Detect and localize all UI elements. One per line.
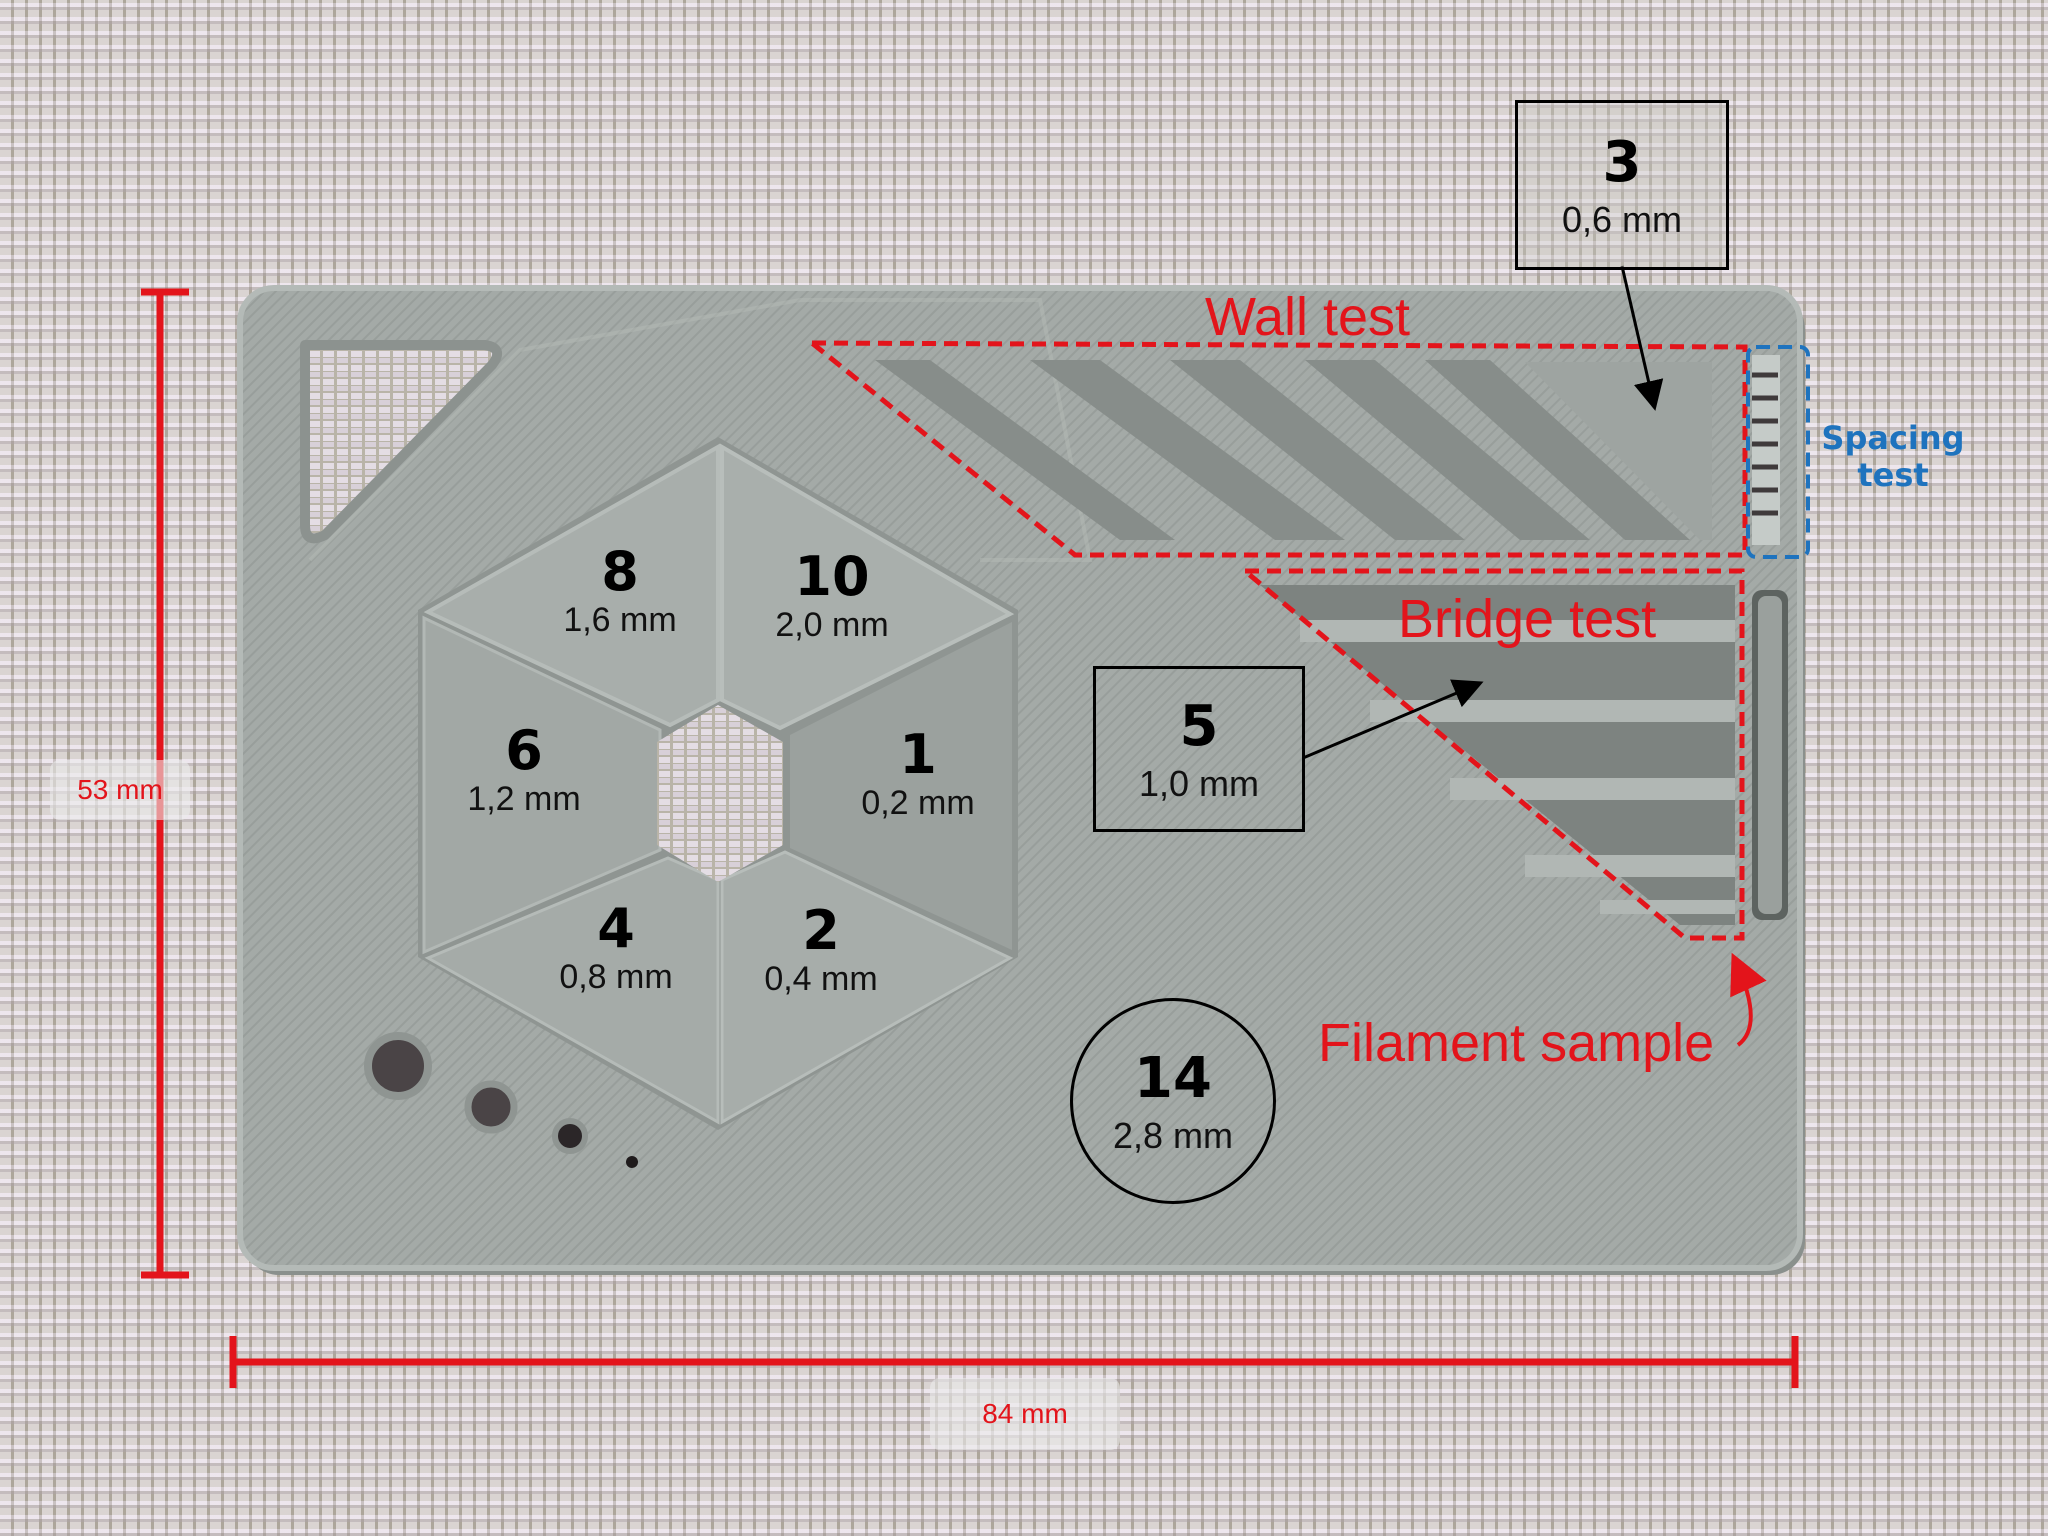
wall-test-label: Wall test [1205,287,1411,347]
filament-sample-label: Filament sample [1318,1013,1715,1073]
bridge-callout-arrow [1302,679,1484,760]
keychain-hole [300,340,503,544]
wall-test-outline [804,340,1748,558]
bridge-test-label: Bridge test [1398,589,1657,649]
spacing-test-line2: test [1857,455,1929,494]
spacing-test-label: Spacing test [1818,420,1968,494]
callout-base-layers: 14 2,8 mm [1070,998,1276,1204]
segment-label-6: 6 1,2 mm [444,719,604,818]
segment-label-4: 4 0,8 mm [536,897,696,996]
thickness-hexagon [418,437,1018,1130]
callout-wall-layers: 3 0,6 mm [1515,100,1729,270]
segment-thickness: 1,2 mm [467,780,581,818]
bridge-test-bars [1260,585,1735,925]
hole-size-test [364,1032,638,1168]
segment-thickness: 0,8 mm [559,958,673,996]
spacing-test-outline [1746,345,1810,559]
segment-1 [790,622,1012,950]
segment-2 [720,850,1014,1125]
filament-callout-arrow [1730,952,1767,1047]
width-dimension-label: 84 mm [930,1378,1120,1450]
segment-number: 4 [597,897,635,960]
center-hole [657,705,783,882]
segment-8 [423,443,720,728]
height-dimension-label: 53 mm [50,760,190,820]
segment-number: 6 [505,719,543,782]
callout-thickness: 0,6 mm [1561,198,1683,240]
segment-thickness: 0,4 mm [764,960,878,998]
segment-thickness: 2,0 mm [775,606,889,644]
spacing-test-line1: Spacing [1821,419,1965,457]
filament-sample [1752,590,1788,920]
callout-number: 14 [1134,1045,1212,1111]
segment-number: 10 [794,545,870,608]
segment-label-2: 2 0,4 mm [741,899,901,998]
segment-number: 8 [601,540,639,603]
spacing-test-fins [1752,355,1780,545]
segment-label-10: 10 2,0 mm [752,545,912,644]
width-dimension-line [229,1336,1799,1388]
segment-label-1: 1 0,2 mm [838,723,998,822]
callout-bridge-layers: 5 1,0 mm [1093,666,1305,832]
segment-10 [720,443,1015,731]
bridge-test-outline [1238,568,1745,941]
wall-callout-arrow [1620,265,1664,411]
segment-number: 1 [899,723,937,786]
callout-thickness: 2,8 mm [1112,1114,1234,1156]
callout-number: 3 [1602,129,1642,195]
callout-thickness: 1,0 mm [1138,762,1260,804]
wall-test-slots [875,360,1712,540]
segment-label-8: 8 1,6 mm [540,540,700,639]
segment-thickness: 0,2 mm [861,784,975,822]
segment-number: 2 [802,899,840,962]
segment-6 [422,615,662,955]
callout-number: 5 [1179,693,1219,759]
segment-thickness: 1,6 mm [563,601,677,639]
